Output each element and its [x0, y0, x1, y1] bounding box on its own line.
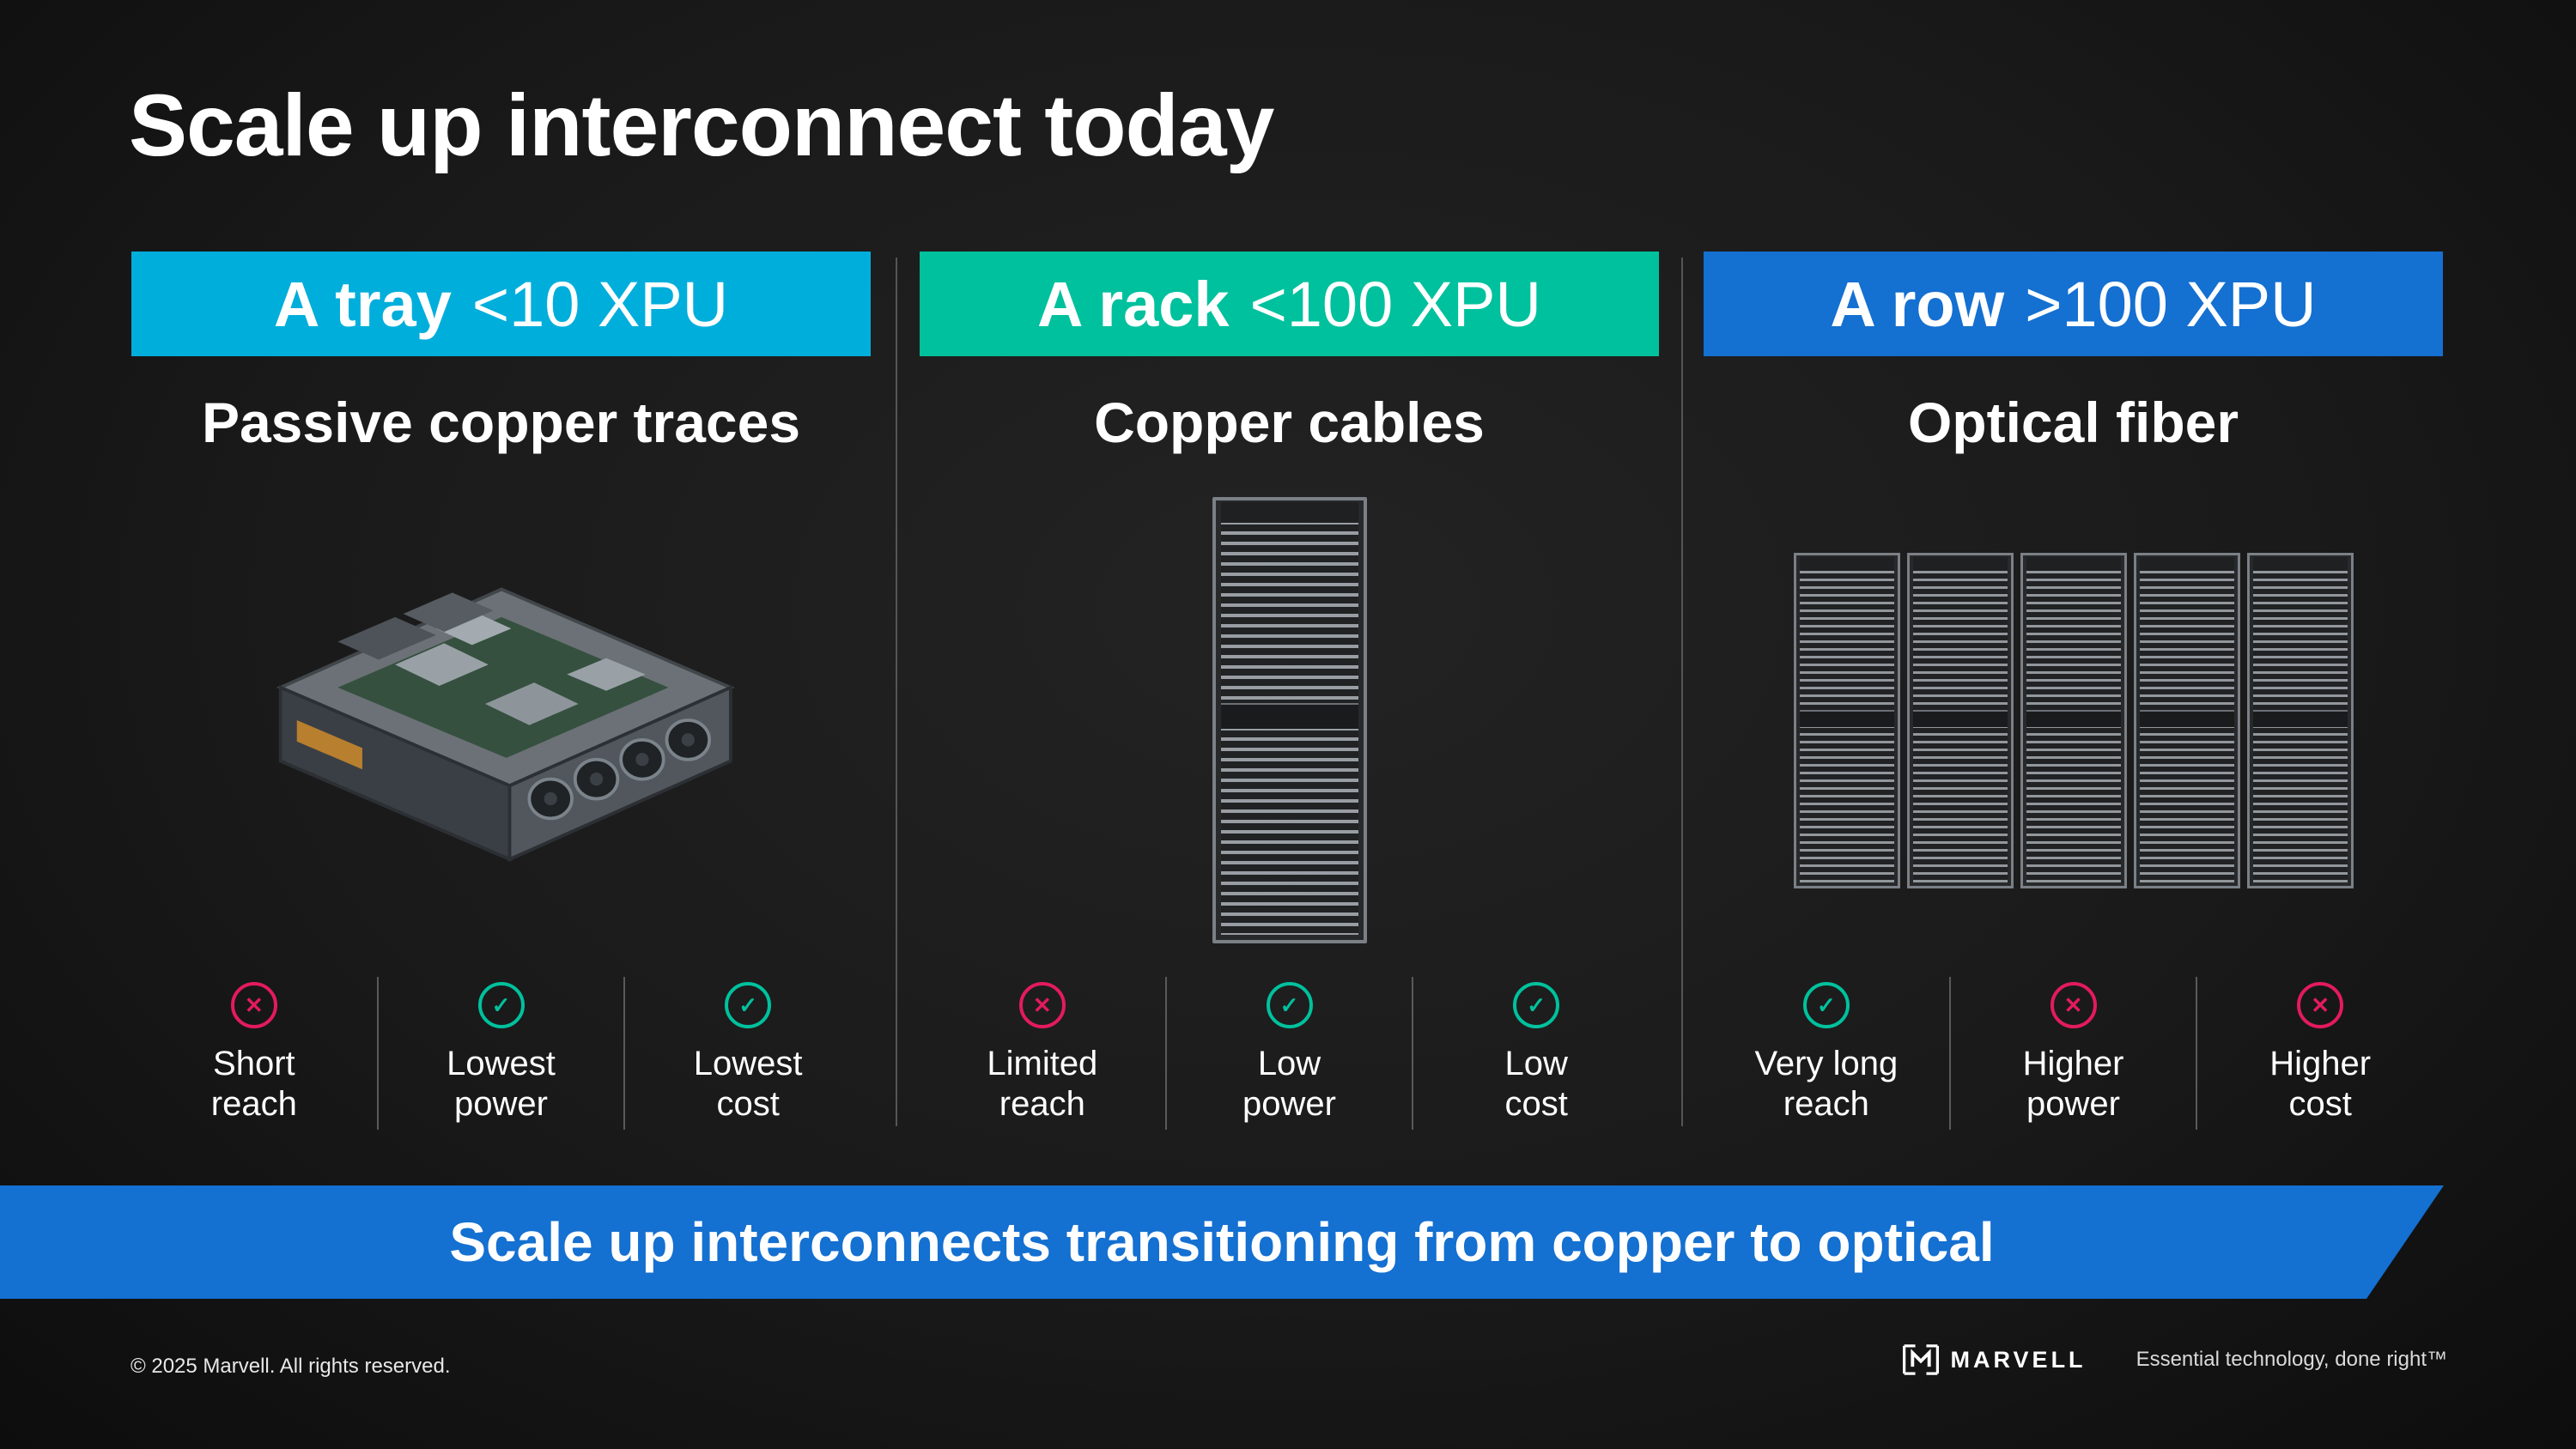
tray-attributes: ✕ Short reach ✓ Lowest power ✓ Lowest co…: [131, 977, 871, 1131]
banner-text: Scale up interconnects transitioning fro…: [449, 1211, 1995, 1273]
attr-label: Lowest power: [447, 1045, 556, 1124]
tray-header-label: A tray: [273, 268, 452, 340]
attr-label: Higher power: [2022, 1045, 2124, 1124]
check-icon: ✓: [1802, 982, 1850, 1028]
attr-higher-power: ✕ Higher power: [1948, 977, 2196, 1131]
copyright-text: © 2025 Marvell. All rights reserved.: [131, 1355, 451, 1378]
column-divider: [1681, 258, 1683, 1126]
attr-low-cost: ✓ Low cost: [1412, 977, 1659, 1131]
check-icon: ✓: [477, 982, 525, 1028]
brand-name: MARVELL: [1950, 1346, 2087, 1373]
rack-header-capacity: <100 XPU: [1249, 268, 1541, 340]
attr-label: Very long reach: [1754, 1045, 1899, 1124]
marvell-logo-icon: [1902, 1344, 1939, 1375]
cross-icon: ✕: [2050, 982, 2097, 1028]
attr-higher-cost: ✕ Higher cost: [2196, 977, 2443, 1131]
row-media: [1704, 480, 2443, 961]
row-header-capacity: >100 XPU: [2025, 268, 2317, 340]
attr-low-power: ✓ Low power: [1164, 977, 1413, 1131]
rack-header-label: A rack: [1037, 268, 1230, 340]
check-icon: ✓: [1266, 982, 1313, 1028]
row-header: A row >100 XPU: [1704, 252, 2443, 356]
check-icon: ✓: [725, 982, 772, 1028]
attr-label: Higher cost: [2269, 1045, 2372, 1124]
brand-lockup: MARVELL: [1902, 1344, 2087, 1375]
mini-rack-image: [2020, 552, 2127, 888]
attr-label: Low power: [1242, 1045, 1336, 1124]
attr-label: Limited reach: [987, 1045, 1098, 1124]
rack-row-image: [1793, 552, 2354, 888]
column-rack: A rack <100 XPU Copper cables ✕ Limited …: [920, 252, 1659, 1213]
tray-media: [131, 480, 871, 961]
attr-label: Short reach: [210, 1045, 297, 1124]
cross-icon: ✕: [2297, 982, 2344, 1028]
attr-lowest-power: ✓ Lowest power: [376, 977, 624, 1131]
attr-lowest-cost: ✓ Lowest cost: [623, 977, 871, 1131]
server-rack-image: [1212, 497, 1367, 943]
cross-icon: ✕: [1018, 982, 1066, 1028]
tray-header: A tray <10 XPU: [131, 252, 871, 356]
column-row: A row >100 XPU Optical fiber ✓ Very long…: [1704, 252, 2443, 1213]
attr-very-long-reach: ✓ Very long reach: [1704, 977, 1949, 1130]
mini-rack-image: [2246, 552, 2354, 888]
tray-subtitle: Passive copper traces: [201, 391, 801, 454]
mini-rack-image: [2133, 552, 2240, 888]
row-subtitle: Optical fiber: [1907, 391, 2239, 454]
rack-header: A rack <100 XPU: [920, 252, 1659, 356]
mini-rack-image: [1793, 552, 1900, 888]
rack-subtitle: Copper cables: [1094, 391, 1485, 454]
attr-limited-reach: ✕ Limited reach: [920, 977, 1165, 1130]
server-tray-image: [276, 587, 735, 862]
mini-rack-image: [1906, 552, 2014, 888]
row-header-label: A row: [1830, 268, 2005, 340]
attr-label: Lowest cost: [693, 1045, 803, 1124]
footer-right: MARVELL Essential technology, done right…: [1902, 1344, 2447, 1375]
footer-tagline: Essential technology, done right™: [2136, 1348, 2447, 1371]
column-divider: [896, 258, 897, 1126]
row-attributes: ✓ Very long reach ✕ Higher power ✕ Highe…: [1704, 977, 2443, 1131]
bottom-banner: Scale up interconnects transitioning fro…: [0, 1185, 2444, 1299]
attr-short-reach: ✕ Short reach: [131, 977, 377, 1130]
attr-label: Low cost: [1504, 1045, 1568, 1124]
rack-media: [920, 480, 1659, 961]
page-title: Scale up interconnect today: [129, 76, 1274, 174]
cross-icon: ✕: [230, 982, 277, 1028]
column-tray: A tray <10 XPU Passive copper traces: [131, 252, 871, 1213]
tray-header-capacity: <10 XPU: [471, 268, 729, 340]
check-icon: ✓: [1513, 982, 1560, 1028]
rack-attributes: ✕ Limited reach ✓ Low power ✓ Low cost: [920, 977, 1659, 1131]
